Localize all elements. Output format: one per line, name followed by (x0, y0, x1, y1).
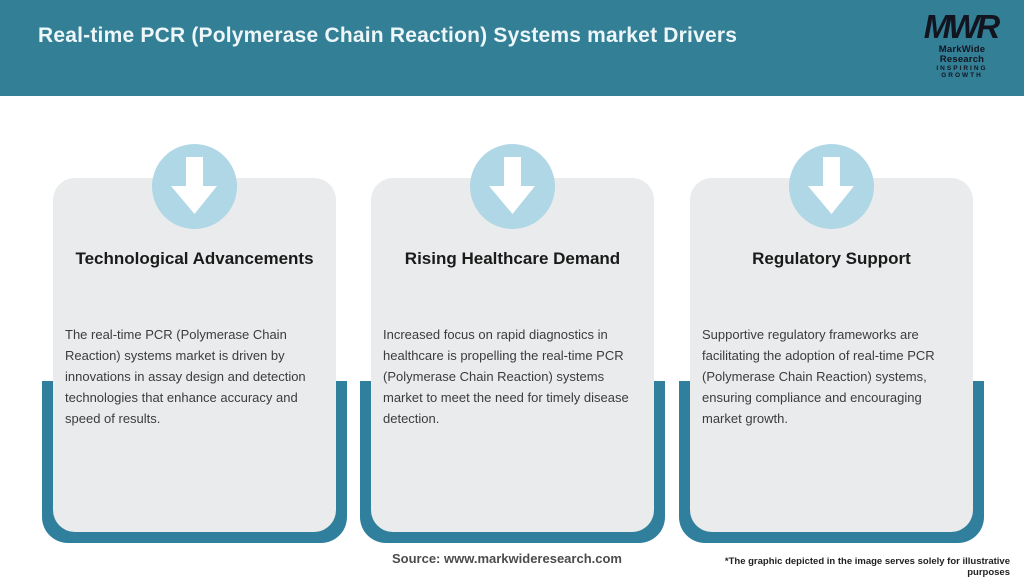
card-title: Rising Healthcare Demand (404, 249, 621, 268)
driver-card-group: Technological Advancements The real-time… (42, 96, 347, 556)
card-title: Regulatory Support (752, 249, 911, 268)
page-title: Real-time PCR (Polymerase Chain Reaction… (38, 24, 738, 47)
disclaimer-note: *The graphic depicted in the image serve… (724, 556, 1010, 578)
driver-card (53, 178, 336, 532)
source-attribution: Source: www.markwideresearch.com (391, 551, 622, 566)
logo-name: MarkWide Research (938, 44, 986, 65)
header-bar: Real-time PCR (Polymerase Chain Reaction… (0, 0, 1024, 96)
driver-card-group: Regulatory Support Supportive regulatory… (679, 96, 984, 556)
card-title: Technological Advancements (75, 249, 314, 268)
down-arrow-icon (789, 144, 874, 229)
markwide-logo: MWR MarkWide Research INSPIRING GROWTH (916, 10, 1008, 79)
card-body: Increased focus on rapid diagnostics in … (383, 327, 629, 426)
logo-tagline: INSPIRING GROWTH (936, 65, 988, 79)
card-body: The real-time PCR (Polymerase Chain Reac… (65, 327, 306, 426)
driver-card (690, 178, 973, 532)
down-arrow-icon (152, 144, 237, 229)
card-body: Supportive regulatory frameworks are fac… (702, 327, 935, 426)
down-arrow-icon (470, 144, 555, 229)
driver-card (371, 178, 654, 532)
logo-monogram: MWR (923, 8, 1000, 45)
driver-card-group: Rising Healthcare Demand Increased focus… (360, 96, 665, 556)
